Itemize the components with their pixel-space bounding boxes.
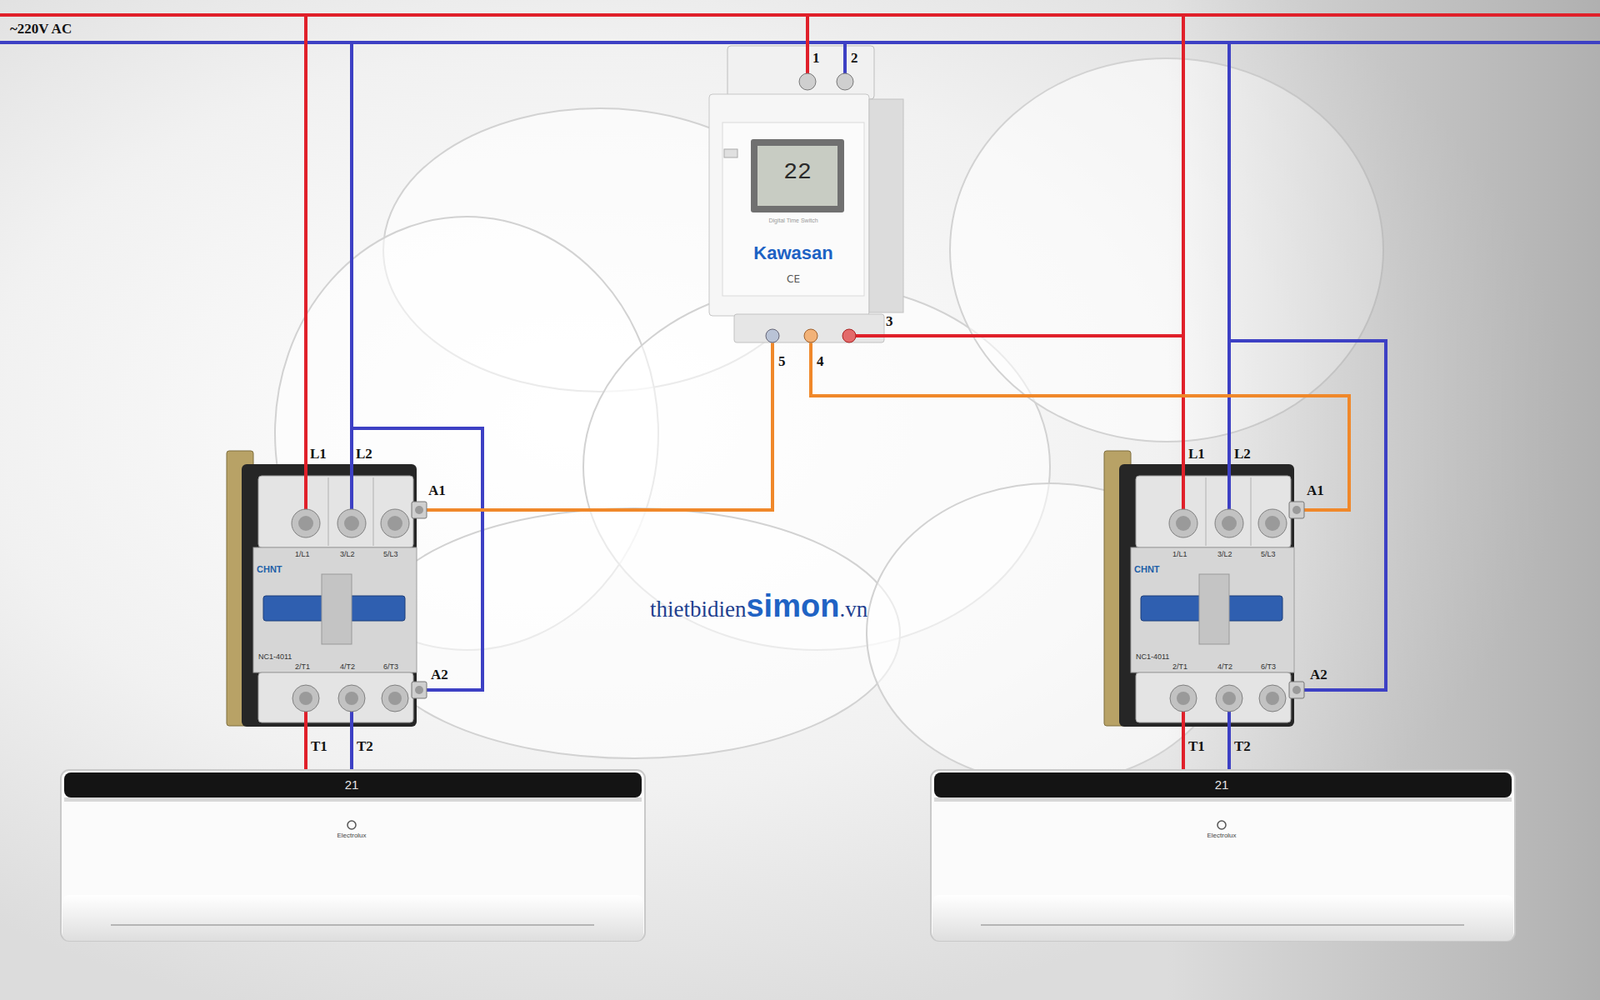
terminal-mark: 6/T3: [383, 662, 399, 671]
model-number: NC1-4011: [258, 652, 292, 661]
terminal-mark: 5/L3: [1260, 550, 1276, 559]
terminal-name: T1: [1188, 738, 1205, 755]
terminal-mark: 3/L2: [1217, 550, 1233, 559]
terminal-mark: 1/L1: [1172, 550, 1188, 559]
terminal-name: T2: [356, 738, 374, 755]
device-illustration: [1119, 464, 1295, 727]
device-illustration: [241, 464, 417, 727]
wire-connector: [350, 726, 354, 770]
brand-logo-text: Electrolux: [336, 831, 366, 840]
terminal-name: L2: [1234, 445, 1251, 463]
terminal-mark: 1/L1: [295, 550, 310, 559]
device-graphic: [226, 450, 427, 728]
brand-name: Kawasan: [753, 242, 833, 264]
coil-terminal-name: A1: [428, 482, 446, 500]
device-graphic: [709, 45, 905, 343]
model-caption: Digital Time Switch: [768, 217, 818, 225]
terminal-number: 4: [816, 353, 825, 370]
watermark-text: .vn: [839, 596, 868, 623]
terminal-mark: 3/L2: [340, 550, 355, 559]
device-illustration: [60, 770, 645, 945]
device-graphic: [60, 770, 645, 941]
terminal-mark: 4/T2: [340, 662, 355, 671]
model-number: NC1-4011: [1135, 652, 1170, 661]
display-digits: 22: [783, 159, 812, 186]
terminal-mark: 2/T1: [1172, 662, 1188, 671]
time-switch: 22Digital Time SwitchKawasanCE: [709, 45, 904, 343]
coil-terminal-name: A2: [1310, 666, 1328, 684]
wire-connector: [1227, 726, 1231, 770]
terminal-mark: 2/T1: [295, 662, 310, 671]
brand-mark: CHNT: [256, 564, 283, 575]
wire-connector: [416, 342, 773, 510]
device-graphic: [930, 770, 1515, 941]
device-graphic: [1104, 450, 1305, 728]
brand-mark: CHNT: [1134, 564, 1160, 575]
terminal-name: T1: [310, 738, 328, 755]
terminal-mark: 5/L3: [383, 550, 399, 559]
terminal-number: 2: [850, 50, 859, 67]
cert-mark: CE: [786, 274, 800, 286]
supply-label: ~220V AC: [10, 20, 72, 38]
device-illustration: [709, 45, 904, 343]
terminal-name: T2: [1234, 738, 1251, 755]
coil-terminal-name: A1: [1306, 482, 1325, 500]
terminal-number: 3: [885, 313, 894, 330]
terminal-mark: 6/T3: [1260, 662, 1276, 671]
terminal-name: L1: [310, 445, 327, 463]
device-illustration: [930, 770, 1515, 945]
terminal-name: L1: [1188, 445, 1205, 463]
wire-connector: [1181, 726, 1185, 770]
terminal-number: 5: [778, 353, 786, 370]
wire-connector: [304, 726, 308, 770]
terminal-number: 1: [812, 50, 820, 67]
contactor: CHNT NC1-4011 1/L1 3/L2 5/L3 2/T1 4/T2 6/T3: [241, 464, 417, 727]
coil-terminal-name: A2: [430, 666, 449, 684]
air-conditioner: 21Electrolux: [930, 770, 1515, 945]
temperature-display: 21: [1215, 777, 1230, 792]
brand-logo-text: Electrolux: [1206, 831, 1236, 840]
terminal-name: L2: [355, 445, 373, 463]
air-conditioner: 21Electrolux: [60, 770, 645, 945]
watermark-text: thietbidien: [650, 596, 746, 623]
contactor: CHNT NC1-4011 1/L1 3/L2 5/L3 2/T1 4/T2 6/T3: [1119, 464, 1295, 727]
terminal-mark: 4/T2: [1217, 662, 1233, 671]
watermark-brand: simon: [745, 588, 840, 625]
temperature-display: 21: [345, 777, 360, 792]
watermark: thietbidiensimon.vn: [650, 588, 868, 625]
